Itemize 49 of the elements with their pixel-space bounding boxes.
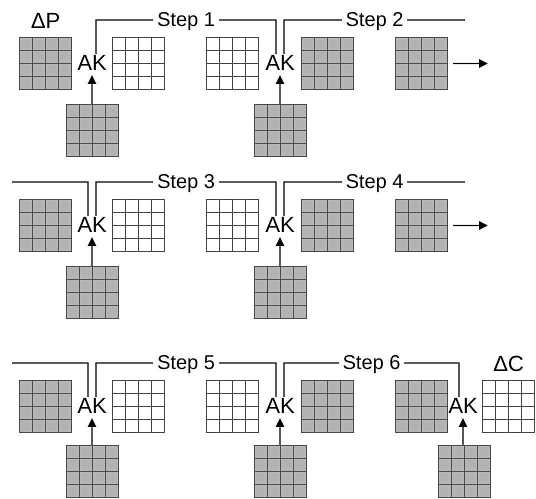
arrow bbox=[458, 418, 468, 445]
matrix-grid bbox=[482, 380, 535, 433]
matrix-grid bbox=[206, 380, 259, 433]
arrow bbox=[453, 221, 488, 230]
matrix-grid bbox=[254, 104, 307, 157]
arrow bbox=[453, 59, 488, 68]
matrix-grid bbox=[395, 380, 448, 433]
matrix-grid bbox=[395, 37, 448, 90]
operation-label: AK bbox=[263, 393, 297, 419]
bracket-line bbox=[12, 181, 89, 216]
operation-label: AK bbox=[263, 212, 297, 238]
operation-label: AK bbox=[75, 50, 109, 76]
matrix-grid bbox=[206, 37, 259, 90]
operation-label: AK bbox=[263, 50, 297, 76]
matrix-grid bbox=[19, 37, 72, 90]
matrix-grid bbox=[206, 199, 259, 252]
matrix-grid bbox=[112, 37, 165, 90]
operation-label: AK bbox=[75, 393, 109, 419]
matrix-label: ΔC bbox=[492, 352, 525, 376]
step-label: Step 1 bbox=[153, 9, 219, 31]
step-label: Step 5 bbox=[153, 352, 219, 374]
arrow bbox=[88, 237, 96, 266]
arrow bbox=[88, 75, 96, 104]
matrix-grid bbox=[19, 380, 72, 433]
bracket-line bbox=[12, 362, 89, 397]
matrix-grid bbox=[395, 199, 448, 252]
matrix-grid bbox=[301, 380, 354, 433]
matrix-grid bbox=[254, 445, 307, 498]
arrow bbox=[276, 75, 284, 104]
matrix-grid bbox=[301, 37, 354, 90]
arrow bbox=[88, 418, 96, 445]
matrix-grid bbox=[66, 266, 119, 319]
step-label: Step 6 bbox=[338, 352, 404, 374]
operation-label: AK bbox=[75, 212, 109, 238]
matrix-grid bbox=[112, 380, 165, 433]
matrix-grid bbox=[301, 199, 354, 252]
arrow bbox=[276, 418, 284, 445]
matrix-label: ΔP bbox=[30, 9, 62, 33]
operation-label: AK bbox=[446, 393, 480, 419]
step-label: Step 2 bbox=[342, 9, 408, 31]
matrix-grid bbox=[438, 445, 491, 498]
step-label: Step 4 bbox=[342, 171, 408, 193]
step-label: Step 3 bbox=[153, 171, 219, 193]
matrix-grid bbox=[66, 445, 119, 498]
matrix-grid bbox=[112, 199, 165, 252]
matrix-grid bbox=[66, 104, 119, 157]
arrow bbox=[276, 237, 284, 266]
matrix-grid bbox=[254, 266, 307, 319]
matrix-grid bbox=[19, 199, 72, 252]
